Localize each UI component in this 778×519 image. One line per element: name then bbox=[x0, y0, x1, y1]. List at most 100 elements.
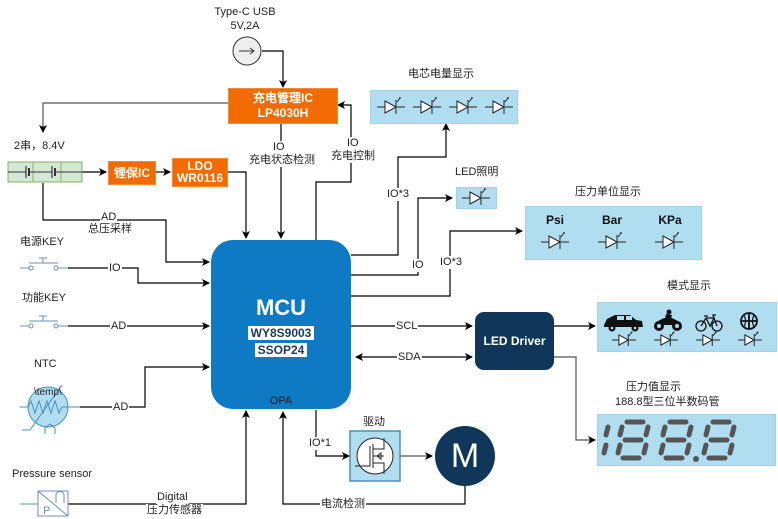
wire-ntc bbox=[80, 363, 210, 408]
bicycle-icon bbox=[695, 314, 723, 332]
unit-display-title: 压力单位显示 bbox=[575, 186, 641, 198]
ntc-thermistor-icon bbox=[20, 384, 80, 434]
power-key-label: 电源KEY bbox=[20, 236, 65, 248]
battery-led-icon bbox=[377, 97, 405, 114]
charge-ctrl-text: 充电控制 bbox=[330, 150, 376, 163]
segment-b bbox=[729, 424, 737, 438]
segment-f bbox=[660, 424, 668, 438]
lighting-io: IO bbox=[411, 259, 425, 272]
wire-ldo-mcu bbox=[227, 171, 250, 239]
mode-led-icon bbox=[738, 331, 762, 346]
battery-led-icon bbox=[449, 97, 477, 114]
segment-e bbox=[615, 442, 623, 456]
wire-charger-battery bbox=[39, 102, 228, 133]
wire-driver-digits bbox=[554, 356, 596, 444]
mosfet-driver-icon bbox=[349, 430, 401, 482]
segment-b bbox=[686, 424, 694, 438]
mcu-block[interactable]: MCU WY8S9003 SSOP24 OPA bbox=[211, 240, 351, 409]
wire-usb-charger bbox=[262, 50, 287, 88]
battery-ad-text: 总压采样 bbox=[87, 223, 133, 236]
seven-segment-display bbox=[597, 414, 776, 466]
wire-power-key bbox=[68, 267, 210, 287]
battery-led-icon bbox=[485, 97, 513, 114]
motor-io: IO*1 bbox=[308, 437, 333, 450]
pressure-sensor-icon: P bbox=[20, 490, 69, 517]
mode-led-icon bbox=[612, 331, 636, 346]
driver-title: 驱动 bbox=[363, 416, 385, 428]
mode-led-panel bbox=[597, 302, 777, 352]
ldo-name: LDO bbox=[187, 159, 213, 173]
charge-detect-io: IO bbox=[272, 141, 286, 154]
usb-source-icon bbox=[232, 36, 262, 66]
pressure-display-title: 压力值显示 bbox=[626, 381, 681, 393]
ntc-signal: AD bbox=[112, 401, 130, 414]
pressure-display-subtitle: 188.8型三位半数码管 bbox=[615, 396, 720, 408]
usb-spec: 5V,2A bbox=[230, 20, 260, 32]
charge-ctrl-io: IO bbox=[346, 137, 360, 150]
wire-charge-ctrl bbox=[315, 101, 352, 240]
mcu-part: WY8S9003 bbox=[247, 326, 315, 340]
usb-title: Type-C USB bbox=[214, 6, 276, 18]
unit-bar: Bar bbox=[601, 213, 622, 227]
segment-f bbox=[617, 424, 625, 438]
motor-icon bbox=[435, 426, 495, 486]
mcu-opa: OPA bbox=[269, 395, 293, 407]
segment-c bbox=[684, 442, 692, 456]
charge-detect-text: 充电状态检测 bbox=[248, 154, 316, 167]
func-key-icon bbox=[20, 315, 68, 329]
segment-b bbox=[643, 424, 651, 438]
segment-c bbox=[727, 442, 735, 456]
func-key-signal: AD bbox=[110, 320, 128, 333]
mode-display-title: 模式显示 bbox=[667, 280, 711, 292]
segment-c bbox=[641, 442, 649, 456]
wire-battery-leds bbox=[351, 123, 450, 256]
lighting-led-icon bbox=[462, 188, 490, 205]
ldo-block[interactable]: LDO WR0116 bbox=[172, 158, 228, 187]
led-driver-block[interactable]: LED Driver bbox=[475, 312, 554, 370]
pressure-sensor-label: Pressure sensor bbox=[12, 468, 93, 480]
wire-unit bbox=[351, 227, 523, 297]
lighting-title: LED照明 bbox=[455, 166, 499, 178]
wire-lighting bbox=[351, 194, 453, 276]
ldo-part: WR0116 bbox=[176, 171, 224, 185]
segment-c bbox=[601, 442, 609, 456]
power-key-icon bbox=[20, 257, 68, 271]
car-icon bbox=[604, 315, 643, 332]
liion-protect-block[interactable]: 锂保IC bbox=[108, 161, 156, 185]
battery-icon bbox=[7, 161, 83, 183]
led-driver-label: LED Driver bbox=[483, 334, 546, 348]
unit-led-icon bbox=[655, 232, 683, 249]
wire-current-detect bbox=[279, 411, 466, 505]
charger-ic-block[interactable]: 充电管理IC LP4030H bbox=[228, 88, 338, 124]
wire-battery-ad bbox=[42, 183, 210, 266]
ntc-symbol-text: \temp\ bbox=[34, 387, 62, 398]
battery-ad: AD bbox=[100, 211, 118, 224]
segment-f bbox=[703, 424, 711, 438]
mcu-title: MCU bbox=[255, 295, 307, 320]
mode-led-icon bbox=[654, 331, 678, 346]
mode-led-icon bbox=[696, 331, 720, 346]
svg-text:P: P bbox=[43, 505, 50, 517]
battery-display-title: 电芯电量显示 bbox=[408, 68, 474, 80]
lighting-led-panel bbox=[456, 187, 497, 209]
battery-label: 2串，8.4V bbox=[14, 140, 65, 152]
func-key-label: 功能KEY bbox=[22, 292, 67, 304]
motorcycle-icon bbox=[654, 309, 682, 331]
ntc-label: NTC bbox=[34, 358, 57, 370]
charger-ic-name: 充电管理IC bbox=[252, 91, 313, 105]
power-key-signal: IO bbox=[108, 262, 122, 275]
decimal-point bbox=[693, 456, 699, 462]
wire-motor-io bbox=[315, 410, 350, 460]
scl-label: SCL bbox=[395, 320, 419, 333]
unit-io: IO*3 bbox=[439, 256, 464, 269]
unit-led-icon bbox=[541, 232, 569, 249]
unit-psi: Psi bbox=[545, 213, 564, 227]
segment-e bbox=[658, 442, 666, 456]
segment-b bbox=[603, 424, 611, 438]
unit-kpa: KPa bbox=[658, 213, 682, 227]
unit-led-icon bbox=[598, 232, 626, 249]
segment-e bbox=[701, 442, 709, 456]
pressure-digital-text: 压力传感器 bbox=[146, 504, 203, 517]
charger-ic-part: LP4030H bbox=[257, 106, 309, 120]
ball-icon bbox=[740, 312, 758, 330]
